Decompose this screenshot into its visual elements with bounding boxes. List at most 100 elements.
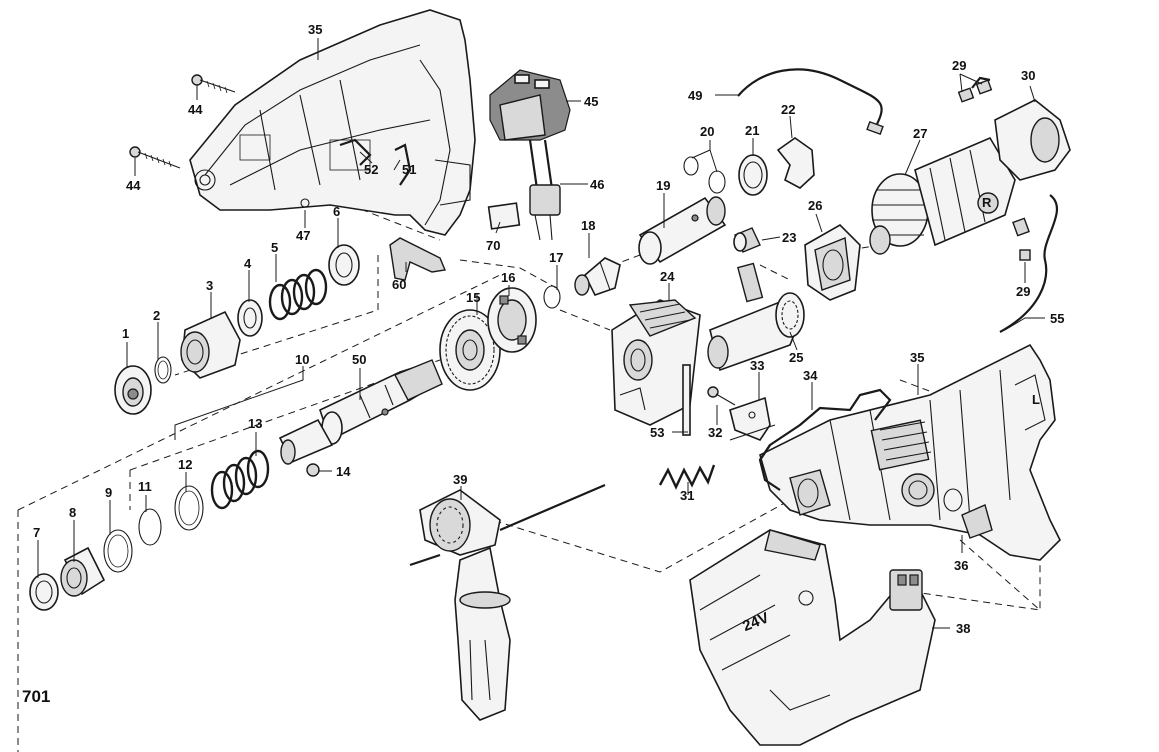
screw-44-lower [129,146,181,169]
striker-13 [278,418,334,465]
ring-2 [154,356,172,384]
part-label-5: 5 [271,240,278,255]
part-label-31: 31 [680,488,694,503]
part-label-7: 7 [33,525,40,540]
part-label-11: 11 [138,479,152,494]
part-label-32: 32 [708,425,722,440]
ring-12 [174,485,204,531]
part-label-18: 18 [581,218,595,233]
gear-15 [439,309,501,391]
brush-plate-26 [804,224,861,301]
part-label-19: 19 [656,178,670,193]
part-label-16: 16 [501,270,515,285]
part-label-4: 4 [244,256,252,271]
pin-23 [733,227,761,253]
part-label-2: 2 [153,308,160,323]
clip-51 [394,143,412,186]
retainer-22 [776,137,815,189]
plate-53 [682,364,691,436]
part-label-47: 47 [296,228,310,243]
wire-49-terminal [866,120,884,136]
part-label-15: 15 [466,290,480,305]
figure-number: 701 [22,687,50,706]
part-label-35-upper: 35 [308,22,322,37]
motor-cap-30 [994,99,1071,181]
part-label-25: 25 [789,350,803,365]
part-label-34: 34 [803,368,818,383]
part-label-29-upper: 29 [952,58,966,73]
bearing-8 [60,546,106,597]
brush-29-lower [1012,217,1031,261]
ring-11 [138,508,162,546]
washer-4 [237,299,263,337]
part-label-55: 55 [1050,311,1064,326]
ring-21-inner [743,161,763,189]
sleeve-3 [180,310,241,379]
part-label-49: 49 [688,88,702,103]
part-label-38: 38 [956,621,970,636]
lever-60 [389,237,446,281]
spring-5 [268,268,328,321]
housing-half-upper [189,9,476,236]
part-label-22: 22 [781,102,795,117]
part-label-30: 30 [1021,68,1035,83]
part-label-10: 10 [295,352,309,367]
part-label-21: 21 [745,123,759,138]
spring-31 [658,464,716,490]
chuck-cap-1 [114,365,152,415]
part-label-35-lower: 35 [910,350,924,365]
part-label-13: 13 [248,416,262,431]
part-label-8: 8 [69,505,76,520]
rod-33 [729,424,776,441]
spring-13 [210,449,270,510]
battery-38: 24V [689,529,936,746]
brush-29-upper [957,76,993,103]
part-label-52: 52 [364,162,378,177]
part-label-51: 51 [402,162,416,177]
part-label-9: 9 [105,485,112,500]
gear-housing-24 [611,299,701,426]
wire-55 [999,194,1058,333]
oring-20a [683,156,699,176]
part-label-1: 1 [122,326,129,341]
spindle-50 [319,359,443,445]
armature-27 [869,136,1016,255]
part-label-53: 53 [650,425,664,440]
part-label-12: 12 [178,457,192,472]
part-label-39: 39 [453,472,467,487]
part-label-27: 27 [913,126,927,141]
piston-18 [574,257,621,296]
cylinder-19 [638,196,727,265]
part-label-6: 6 [333,204,340,219]
part-label-20: 20 [700,124,714,139]
switch-marking: L [1032,392,1040,407]
washer-6 [328,244,360,286]
clip-34 [758,388,892,491]
part-label-44-upper: 44 [188,102,203,117]
shaft-25 [707,262,805,372]
ring-9 [103,529,133,573]
leader-lines [37,38,1045,629]
part-label-45: 45 [584,94,598,109]
part-label-26: 26 [808,198,822,213]
side-handle-39 [409,483,606,721]
wires-46 [528,139,561,241]
part-label-50: 50 [352,352,366,367]
part-label-23: 23 [782,230,796,245]
ring-36 [943,488,963,512]
knob-36 [961,504,993,539]
ring-21 [738,154,768,196]
clip-52 [339,138,372,166]
motor-marking: R [982,195,992,210]
part-label-14: 14 [336,464,351,479]
ball-14 [306,463,320,477]
screw-32 [707,386,736,406]
screw-44-upper [191,74,236,94]
part-label-44-lower: 44 [126,178,141,193]
part-label-36: 36 [954,558,968,573]
oring-17 [543,285,561,309]
clutch-16 [487,287,537,353]
part-label-17: 17 [549,250,563,265]
oring-20b [708,170,726,194]
